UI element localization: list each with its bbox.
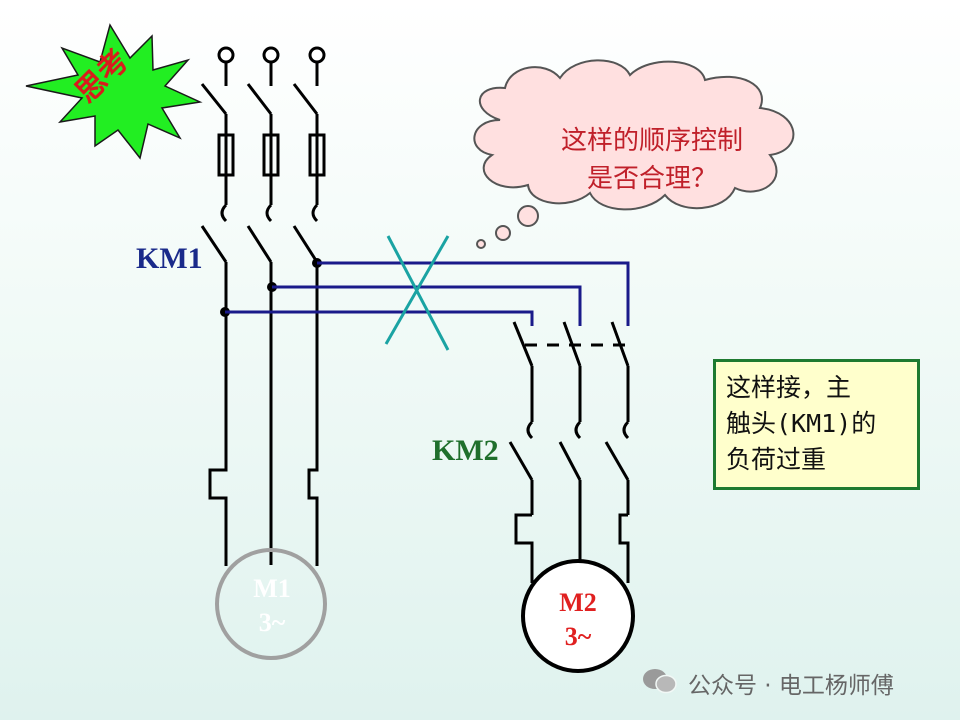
motor-m1 bbox=[215, 548, 327, 660]
motor-m2-label: M2 3~ bbox=[522, 586, 634, 654]
motor-m2-phase: 3~ bbox=[564, 622, 592, 651]
motor-m2 bbox=[521, 559, 635, 673]
note-line-1: 这样接，主 bbox=[726, 373, 852, 402]
thought-bubble bbox=[473, 59, 795, 249]
terminal-l2 bbox=[262, 46, 280, 64]
branch-circuit-km2 bbox=[508, 321, 630, 583]
blue-branch-wires bbox=[225, 261, 630, 326]
thinking-burst bbox=[25, 23, 203, 160]
note-line-2: 触头(KM1)的 bbox=[726, 409, 877, 438]
terminal-l3 bbox=[308, 46, 326, 64]
motor-m2-name: M2 bbox=[559, 588, 597, 617]
watermark-text: 公众号 · 电工杨师傅 bbox=[688, 673, 894, 699]
terminal-l1 bbox=[217, 46, 235, 64]
note-box: 这样接，主 触头(KM1)的 负荷过重 bbox=[713, 359, 920, 490]
main-circuit-km1 bbox=[200, 46, 326, 566]
thought-line-2: 是否合理？ bbox=[586, 164, 717, 194]
motor-m1-name: M1 bbox=[253, 574, 291, 603]
motor-m1-phase: 3~ bbox=[258, 608, 286, 637]
note-line-3: 负荷过重 bbox=[726, 445, 827, 474]
wechat-icon bbox=[643, 669, 677, 694]
cross-mark bbox=[384, 235, 450, 351]
motor-m1-label: M1 3~ bbox=[218, 572, 326, 640]
km2-label: KM2 bbox=[432, 434, 499, 467]
thought-line-1: 这样的顺序控制 bbox=[560, 126, 743, 156]
km1-label: KM1 bbox=[136, 242, 203, 275]
thought-bubble-text: 这样的顺序控制 是否合理？ bbox=[506, 122, 798, 198]
